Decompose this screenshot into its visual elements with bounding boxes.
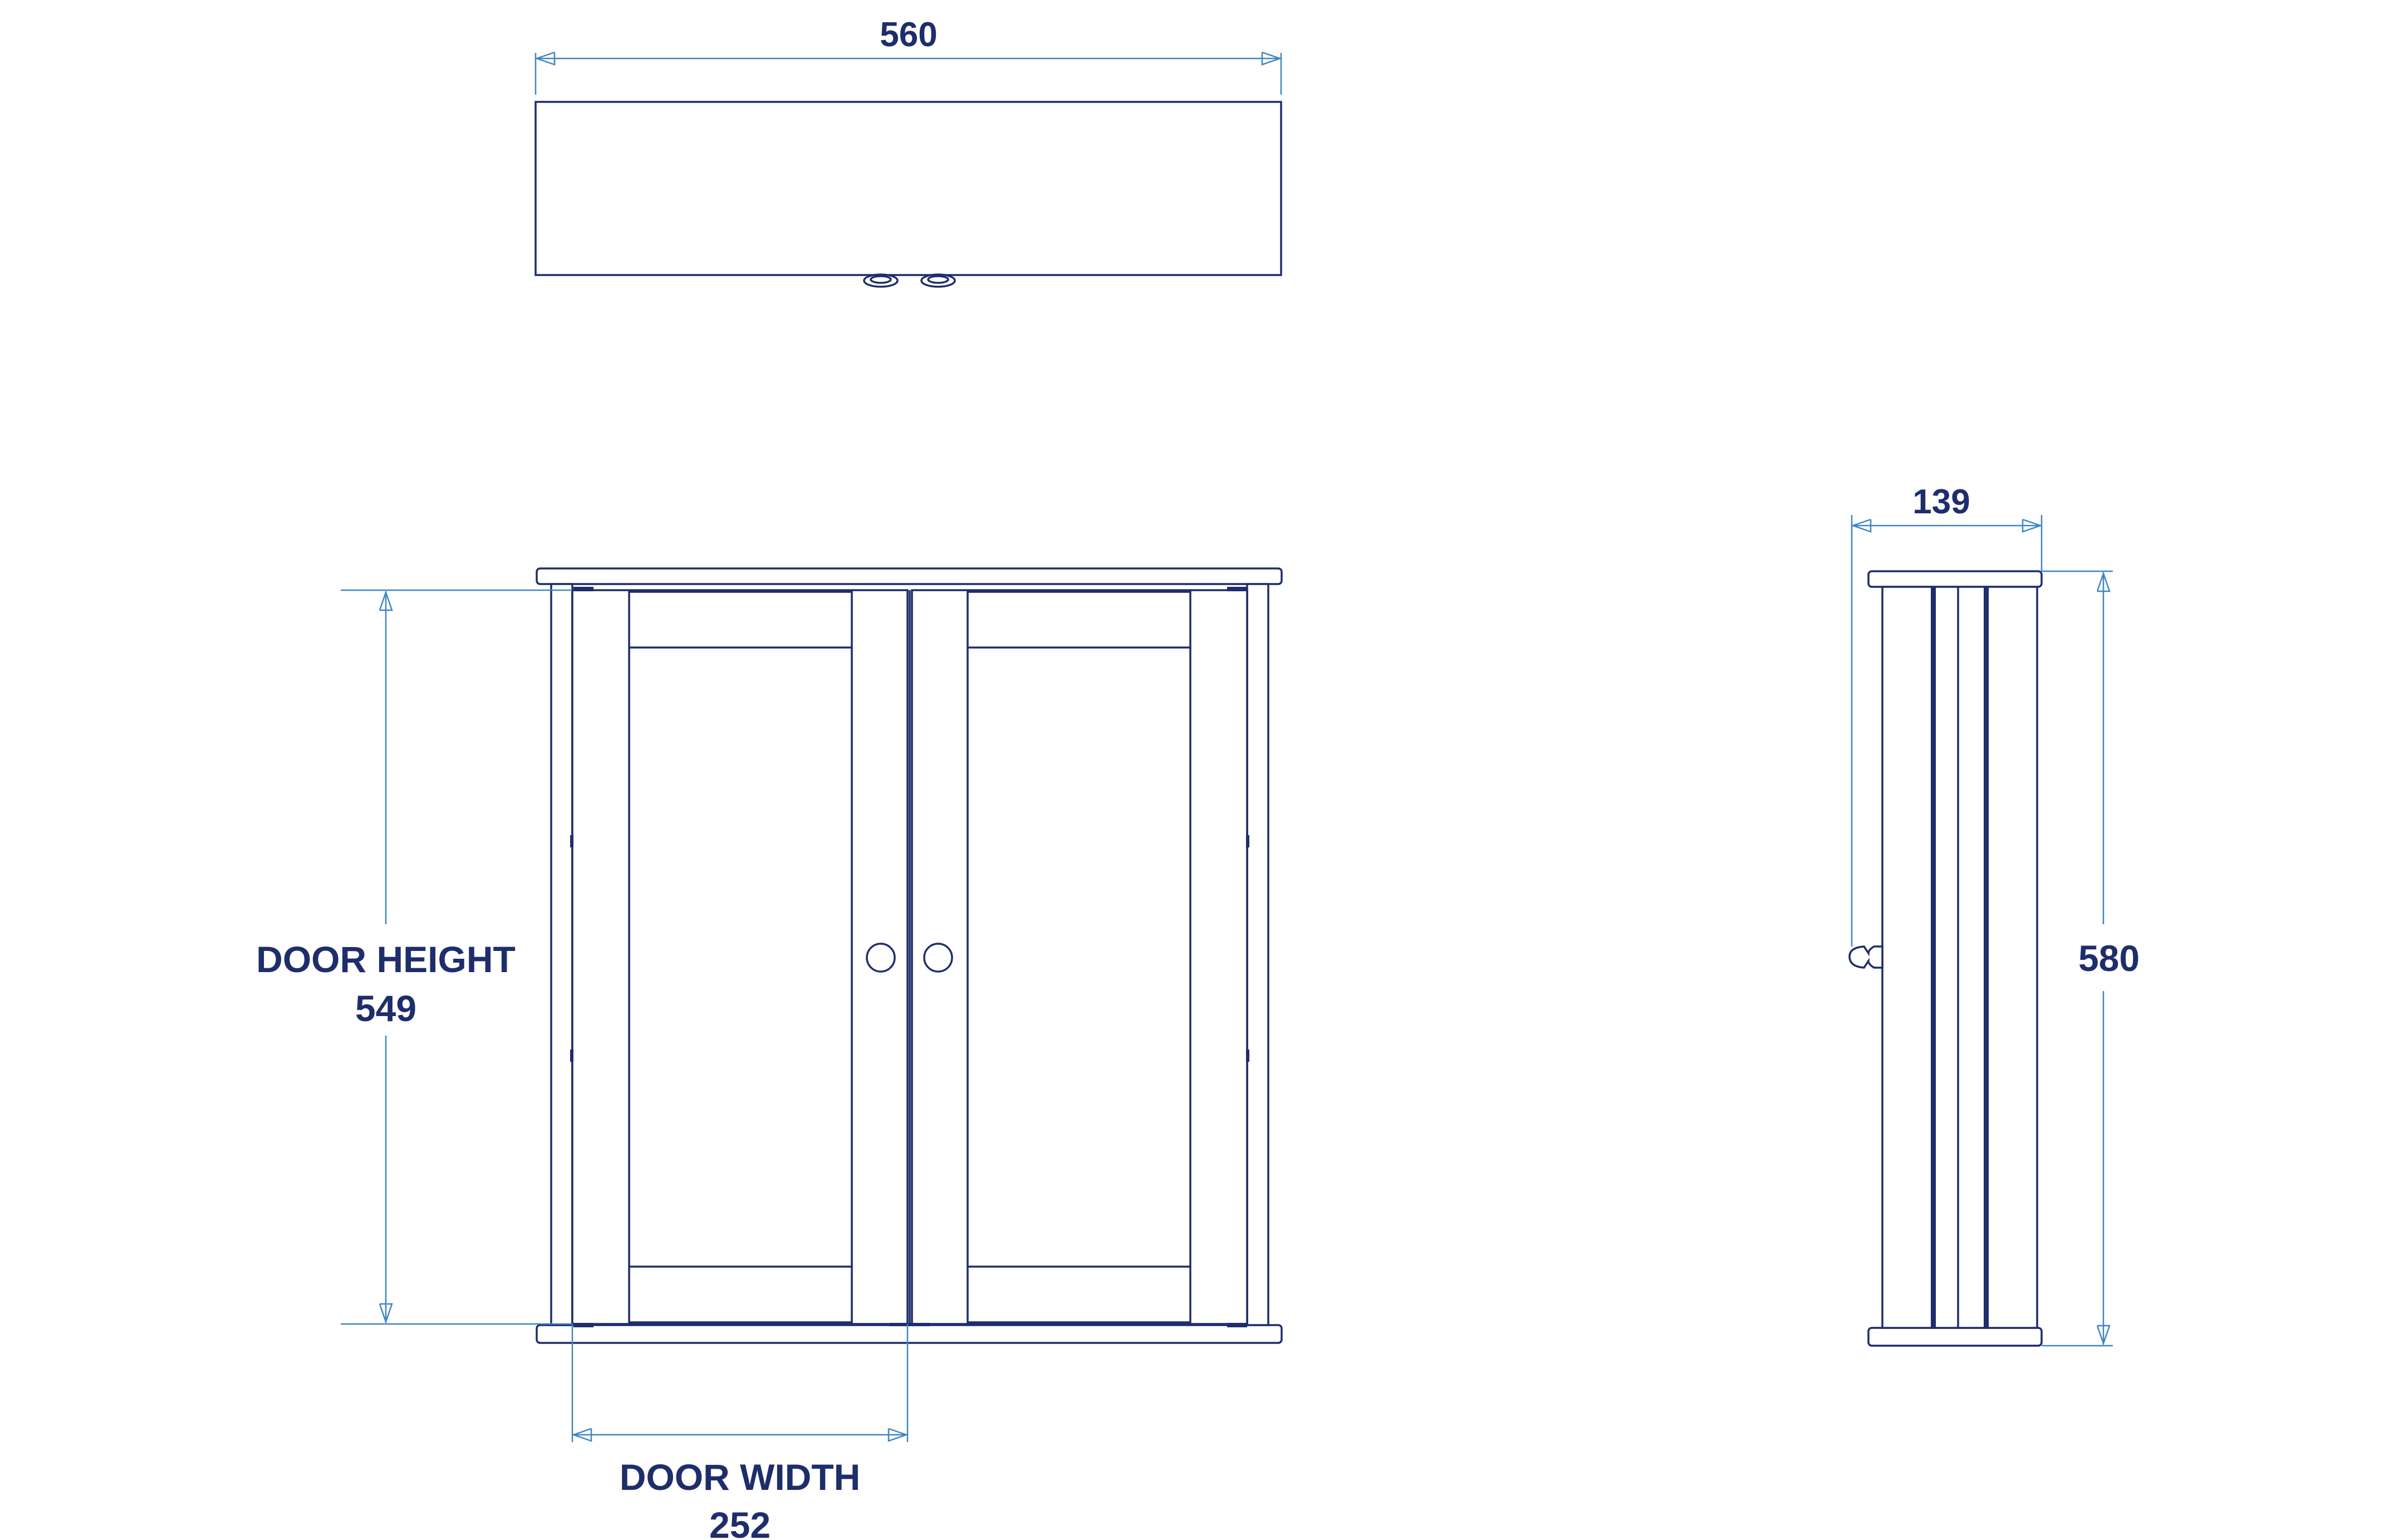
top-width-dimension: 560 xyxy=(534,16,1282,95)
side-view: 139 580 xyxy=(1848,483,2140,1347)
side-depth-label: 139 xyxy=(1912,483,1970,521)
front-carcass-left xyxy=(550,583,573,1326)
left-door-bottom-rail xyxy=(628,1266,853,1323)
right-door-knob xyxy=(923,943,953,973)
door-height-label: DOOR HEIGHT xyxy=(256,939,516,980)
left-door xyxy=(571,589,909,1325)
side-body xyxy=(1881,586,2038,1329)
side-height-label: 580 xyxy=(2078,938,2140,979)
side-groove-front xyxy=(1931,587,1936,1328)
top-width-label: 560 xyxy=(880,16,937,54)
left-door-frame xyxy=(571,589,909,1325)
top-view: 560 xyxy=(534,16,1282,288)
side-bottom-base xyxy=(1867,1327,2043,1347)
side-knob xyxy=(1848,945,1883,969)
front-bottom-base xyxy=(536,1324,1283,1344)
door-width-dimension: DOOR WIDTH 252 xyxy=(571,1324,909,1540)
top-view-knob-left-inner xyxy=(870,275,892,284)
right-door xyxy=(911,589,1248,1325)
side-top-cap xyxy=(1867,570,2043,588)
door-height-value: 549 xyxy=(355,988,416,1029)
door-height-dimension: DOOR HEIGHT 549 xyxy=(256,589,572,1325)
door-width-label: DOOR WIDTH xyxy=(620,1456,861,1498)
side-height-dimension: 580 xyxy=(2042,570,2140,1347)
front-view: DOOR HEIGHT 549 DOOR WIDTH 252 xyxy=(256,567,1283,1540)
door-width-value: 252 xyxy=(709,1504,771,1540)
right-door-frame xyxy=(911,589,1248,1325)
top-view-knob-right-inner xyxy=(927,275,949,284)
left-door-top-rail xyxy=(628,591,853,649)
side-groove-back xyxy=(1984,587,1989,1328)
right-door-top-rail xyxy=(967,591,1191,649)
side-depth-dimension: 139 xyxy=(1851,483,2043,946)
left-door-knob xyxy=(866,943,896,973)
hinges xyxy=(570,587,1249,1327)
right-door-bottom-rail xyxy=(967,1266,1191,1323)
front-top-cap xyxy=(536,567,1283,585)
front-carcass-right xyxy=(1246,583,1269,1326)
top-view-outline xyxy=(534,101,1282,276)
